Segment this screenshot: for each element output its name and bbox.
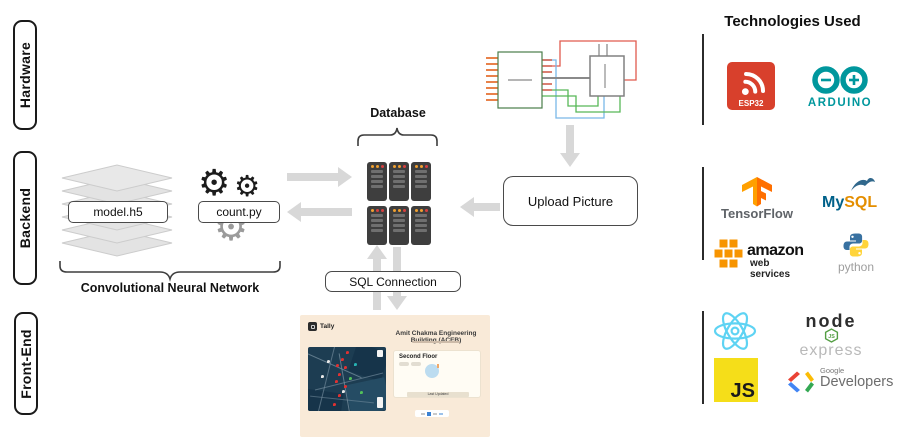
map-pin-green bbox=[349, 377, 352, 380]
arrow-upload-to-db bbox=[460, 197, 500, 217]
map-pin-red bbox=[338, 373, 341, 376]
node-hexagon-icon: JS bbox=[824, 328, 838, 343]
server-icon bbox=[389, 206, 409, 245]
python-label: python bbox=[837, 260, 875, 274]
map-pin-teal bbox=[354, 363, 357, 366]
google-developers-icon bbox=[788, 371, 814, 393]
map-pin-white bbox=[342, 390, 345, 393]
pagination-bar bbox=[415, 410, 449, 417]
node-express-logo: node JS express bbox=[793, 312, 869, 359]
tensorflow-label: TensorFlow bbox=[721, 206, 793, 221]
upload-picture-node: Upload Picture bbox=[503, 176, 638, 226]
circuit-schematic bbox=[486, 40, 637, 119]
database-label: Database bbox=[370, 106, 426, 120]
aws-boxes-icon bbox=[713, 238, 744, 269]
python-logo bbox=[843, 233, 869, 257]
count-py-node: count.py bbox=[198, 201, 280, 223]
mysql-dolphin-icon bbox=[851, 178, 875, 191]
floor-card-title: Second Floor bbox=[399, 354, 438, 360]
tech-divider-frontend bbox=[702, 311, 704, 404]
mysql-my-text: My bbox=[822, 194, 845, 211]
tech-divider-backend bbox=[702, 167, 704, 260]
map-pin-white bbox=[321, 375, 324, 378]
tally-brand-text: Tally bbox=[320, 323, 335, 330]
mysql-sql-text: SQL bbox=[844, 194, 878, 211]
map-pin-green bbox=[360, 391, 363, 394]
app-title: Amit Chakma Engineering Building (ACEB) bbox=[395, 330, 477, 344]
row-label-hardware: Hardware bbox=[13, 20, 37, 130]
tally-logo-icon bbox=[308, 322, 317, 331]
row-label-backend: Backend bbox=[13, 151, 37, 285]
map-pin-white bbox=[327, 360, 330, 363]
app-subtitle-placeholder bbox=[412, 341, 460, 343]
map-pin-red bbox=[335, 380, 338, 383]
server-icon bbox=[411, 162, 431, 201]
aws-sub-text: web services bbox=[750, 258, 791, 280]
server-icon bbox=[367, 162, 387, 201]
floor-card-badge bbox=[411, 362, 421, 366]
amazon-text: amazon bbox=[747, 242, 804, 259]
map-pin-red bbox=[341, 358, 344, 361]
floor-card: Second Floor Last Updated bbox=[393, 350, 481, 398]
gear-icon: ⚙ bbox=[234, 169, 260, 203]
map-pin-red bbox=[344, 385, 347, 388]
donut-marker bbox=[437, 364, 439, 368]
js-logo: JS bbox=[714, 358, 758, 402]
aws-logo: amazon web services bbox=[710, 238, 810, 280]
react-logo bbox=[713, 312, 757, 350]
gear-icon: ⚙ bbox=[198, 163, 231, 204]
esp32-logo: ESP32 bbox=[727, 62, 775, 110]
tech-divider-hardware bbox=[702, 34, 704, 125]
developers-text: Developers bbox=[820, 374, 894, 390]
camera-module-chip bbox=[589, 55, 625, 97]
count-py-label: count.py bbox=[216, 205, 262, 219]
google-text: Google bbox=[820, 366, 845, 375]
model-h5-label: model.h5 bbox=[93, 205, 143, 219]
tech-title: Technologies Used bbox=[724, 13, 861, 30]
map-pin-red bbox=[336, 364, 339, 367]
upload-picture-label: Upload Picture bbox=[527, 193, 614, 209]
node-text: node bbox=[805, 311, 857, 331]
map-zoom-control bbox=[377, 350, 383, 357]
cnn-label: Convolutional Neural Network bbox=[80, 281, 260, 295]
map-scale-control bbox=[377, 397, 383, 408]
database-brace bbox=[357, 127, 438, 146]
occupancy-donut-chart bbox=[425, 364, 439, 378]
last-updated-pill: Last Updated bbox=[407, 392, 469, 397]
sql-connection-node: SQL Connection bbox=[325, 271, 461, 292]
arduino-logo: ARDUINO bbox=[808, 66, 872, 109]
express-text: express bbox=[799, 342, 863, 359]
arrow-backend-to-db bbox=[287, 167, 352, 187]
map-pin-red bbox=[333, 403, 336, 406]
map-pin-red bbox=[338, 394, 341, 397]
map-pin-red bbox=[346, 351, 349, 354]
model-h5-node: model.h5 bbox=[68, 201, 168, 223]
js-text: JS bbox=[730, 380, 755, 402]
server-icon bbox=[411, 206, 431, 245]
row-label-frontend: Front-End bbox=[14, 312, 38, 415]
floor-card-badge bbox=[399, 362, 409, 366]
cnn-brace bbox=[59, 261, 281, 282]
last-updated-text: Last Updated bbox=[427, 392, 449, 396]
map-pin-red bbox=[344, 366, 347, 369]
server-icon bbox=[367, 206, 387, 245]
map-panel bbox=[308, 347, 386, 411]
sql-connection-label: SQL Connection bbox=[349, 274, 437, 289]
tensorflow-logo bbox=[742, 177, 772, 207]
arduino-label: ARDUINO bbox=[808, 97, 872, 109]
esp32-label: ESP32 bbox=[739, 99, 764, 108]
arrow-db-to-backend bbox=[287, 202, 352, 222]
mysql-logo: MySQL bbox=[822, 176, 888, 222]
frontend-app-screenshot: Tally Amit Chakma Engineering Building (… bbox=[300, 315, 490, 437]
arrow-circuit-to-upload bbox=[560, 125, 580, 167]
google-developers-label: Google Developers bbox=[820, 366, 894, 390]
node-badge-text: JS bbox=[828, 334, 835, 340]
server-icon bbox=[389, 162, 409, 201]
